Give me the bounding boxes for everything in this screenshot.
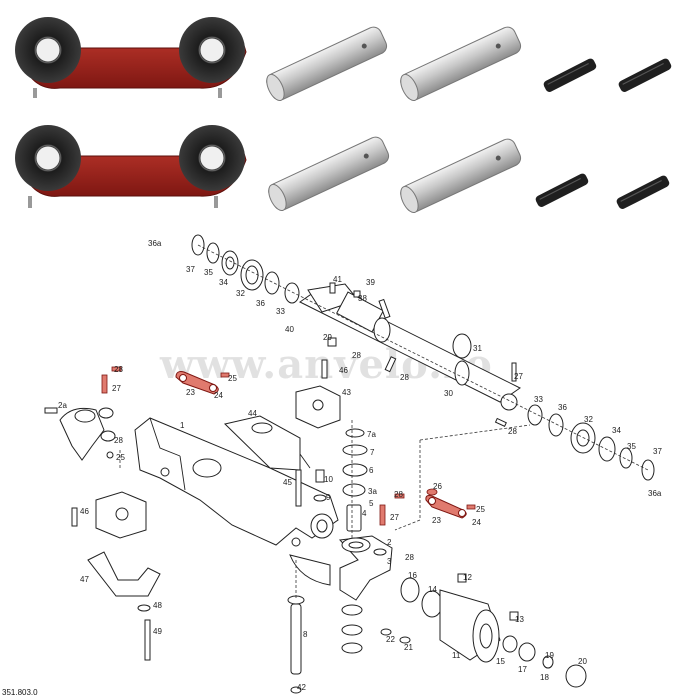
callout-3a: 3a <box>368 487 377 496</box>
callout-34-top: 34 <box>219 278 228 287</box>
callout-46-left: 46 <box>80 507 89 516</box>
callout-28-top: 28 <box>352 351 361 360</box>
callout-26: 26 <box>433 482 442 491</box>
bracket-link-2 <box>15 125 247 208</box>
callout-12: 12 <box>463 573 472 582</box>
callout-28-right: 28 <box>508 427 517 436</box>
callout-24-left: 24 <box>214 391 223 400</box>
pin-4 <box>400 138 522 213</box>
callout-23-left: 23 <box>186 388 195 397</box>
callout-28-mid2: 28 <box>394 490 403 499</box>
callout-45: 45 <box>283 478 292 487</box>
callout-10: 10 <box>324 475 333 484</box>
callout-7: 7 <box>370 448 375 457</box>
callout-9: 9 <box>326 493 331 502</box>
callout-43: 43 <box>342 388 351 397</box>
callout-25-left: 25 <box>228 374 237 383</box>
callout-27-left: 27 <box>112 384 121 393</box>
callout-49: 49 <box>153 627 162 636</box>
callout-3: 3 <box>387 557 392 566</box>
callout-11: 11 <box>452 651 461 660</box>
callout-37-top: 37 <box>186 265 195 274</box>
callout-5: 5 <box>369 499 374 508</box>
callout-28-lower: 28 <box>405 553 414 562</box>
callout-34-right: 34 <box>612 426 621 435</box>
callout-30: 30 <box>444 389 453 398</box>
callout-14: 14 <box>428 585 437 594</box>
callout-20: 20 <box>578 657 587 666</box>
callout-35-top: 35 <box>204 268 213 277</box>
callout-21: 21 <box>404 643 413 652</box>
callout-36-top: 36 <box>256 299 265 308</box>
callout-6: 6 <box>369 466 374 475</box>
callout-33-right: 33 <box>534 395 543 404</box>
callout-41: 41 <box>333 275 342 284</box>
roll-pin-3 <box>535 173 589 207</box>
callout-37-right: 37 <box>653 447 662 456</box>
callout-24-mid: 24 <box>472 518 481 527</box>
callout-19: 19 <box>545 651 554 660</box>
callout-18: 18 <box>540 673 549 682</box>
callout-39: 39 <box>366 278 375 287</box>
callout-17: 17 <box>518 665 527 674</box>
callout-29: 29 <box>323 333 332 342</box>
callout-13: 13 <box>515 615 524 624</box>
highlighted-link-right <box>379 488 476 526</box>
axle-assembly-drawing <box>44 359 587 694</box>
callout-48: 48 <box>153 601 162 610</box>
callout-36a-top: 36a <box>148 239 162 248</box>
callout-47: 47 <box>80 575 89 584</box>
callout-40: 40 <box>285 325 294 334</box>
roll-pin-1 <box>543 58 597 92</box>
callout-27-mid: 27 <box>390 513 399 522</box>
callout-33-top: 33 <box>276 307 285 316</box>
callout-2: 2 <box>387 538 392 547</box>
callout-8: 8 <box>303 630 308 639</box>
callout-32-right: 32 <box>584 415 593 424</box>
roll-pin-2 <box>618 58 672 92</box>
callout-2a: 2a <box>58 401 67 410</box>
callout-36a-right: 36a <box>648 489 662 498</box>
pin-3 <box>268 136 390 211</box>
callout-31: 31 <box>473 344 482 353</box>
callout-23-mid: 23 <box>432 516 441 525</box>
callout-22: 22 <box>386 635 395 644</box>
callout-28-mid: 28 <box>400 373 409 382</box>
callout-35-right: 35 <box>627 442 636 451</box>
callout-36-right: 36 <box>558 403 567 412</box>
callout-32-top: 32 <box>236 289 245 298</box>
callout-15: 15 <box>496 657 505 666</box>
callout-4: 4 <box>362 509 367 518</box>
pin-1 <box>266 26 388 101</box>
callout-28-knuckle: 28 <box>114 436 123 445</box>
callout-labels: 36a 37 35 34 32 36 33 40 41 39 38 29 28 … <box>58 239 662 692</box>
highlighted-link-left <box>101 366 230 395</box>
callout-25-knuckle: 25 <box>116 453 125 462</box>
callout-42: 42 <box>297 683 306 692</box>
steering-cylinder-drawing <box>191 234 655 481</box>
callout-28-left: 28 <box>114 365 123 374</box>
callout-1: 1 <box>180 421 185 430</box>
callout-16: 16 <box>408 571 417 580</box>
bracket-link-1 <box>15 17 247 98</box>
callout-46-top: 46 <box>339 366 348 375</box>
callout-25-mid: 25 <box>476 505 485 514</box>
pin-2 <box>400 26 522 101</box>
callout-44: 44 <box>248 409 257 418</box>
callout-27-top: 27 <box>514 372 523 381</box>
callout-38: 38 <box>358 294 367 303</box>
roll-pin-4 <box>616 175 670 209</box>
drawing-code: 351.803.0 <box>2 688 38 697</box>
callout-7a: 7a <box>367 430 376 439</box>
